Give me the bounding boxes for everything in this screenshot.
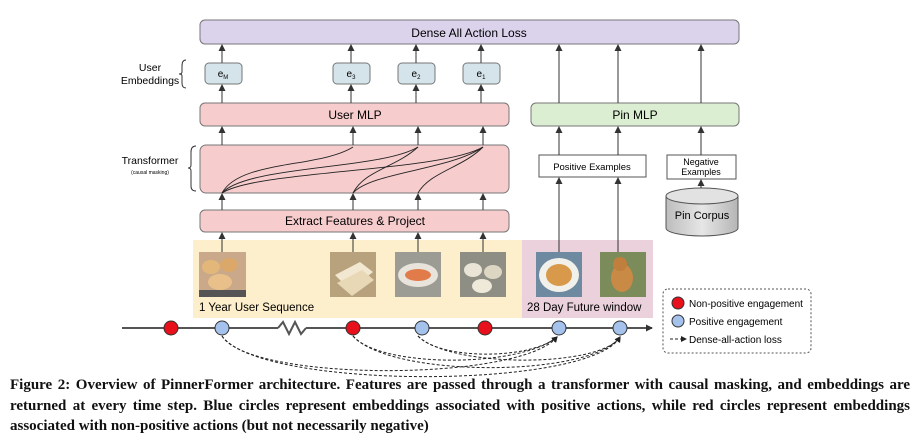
pin-mlp-box [530, 102, 740, 127]
legend-nonpositive-swatch [671, 296, 685, 310]
svg-text:eM: eM [218, 69, 229, 81]
nonpositive-engagement-node [345, 320, 361, 336]
dumplings-photo [460, 252, 506, 297]
timeline [122, 319, 653, 337]
dense-all-action-loss-box [199, 19, 740, 45]
figure-caption: Figure 2: Overview of PinnerFormer archi… [10, 377, 910, 434]
dog-photo [600, 252, 646, 297]
user-mlp-label: User MLP [328, 108, 381, 122]
positive-engagement-node [551, 320, 567, 336]
transformer-brace [187, 145, 197, 192]
svg-text:e2: e2 [412, 69, 422, 81]
user-embeddings-label-line1: User [139, 62, 162, 74]
user-sequence-label: 1 Year User Sequence [199, 302, 314, 314]
transformer-box [199, 144, 510, 194]
sandwich-bread-photo [330, 252, 376, 297]
dense-all-action-loss-label: Dense All Action Loss [411, 26, 526, 40]
future-window-label: 28 Day Future window [527, 302, 642, 314]
bread-rolls-photo [199, 252, 246, 297]
embedding-eM: eM [204, 62, 243, 85]
legend-loss-label: Dense-all-action loss [689, 335, 782, 346]
legend-positive-label: Positive engagement [689, 317, 783, 328]
nonpositive-engagement-node [163, 320, 179, 336]
pasta-plate-photo [536, 252, 582, 297]
data-flow-arrows [218, 44, 705, 252]
svg-text:e1: e1 [477, 69, 487, 81]
transformer-label: Transformer [122, 155, 179, 167]
positive-examples-label: Positive Examples [553, 162, 631, 173]
negative-examples-label-line1: Negative [683, 157, 719, 167]
transformer-sublabel: (causal masking) [131, 170, 169, 176]
embedding-e2: e2 [397, 62, 436, 85]
pin-corpus-label: Pin Corpus [675, 210, 730, 222]
pin-corpus-cylinder [665, 187, 739, 237]
extract-features-label: Extract Features & Project [285, 214, 426, 228]
nonpositive-engagement-node [477, 320, 493, 336]
positive-engagement-node [414, 320, 430, 336]
negative-examples-label-line2: Examples [681, 167, 721, 177]
positive-engagement-node [214, 320, 230, 336]
positive-engagement-node [612, 320, 628, 336]
causal-attention-curves [221, 146, 484, 194]
svg-text:e3: e3 [347, 69, 357, 81]
legend: Non-positive engagement Positive engagem… [662, 288, 812, 354]
legend-positive-swatch [671, 314, 685, 328]
user-embeddings-label-line2: Embeddings [121, 75, 179, 87]
positive-examples-box [538, 154, 647, 178]
legend-nonpositive-label: Non-positive engagement [689, 299, 803, 310]
embedding-e3: e3 [332, 62, 371, 85]
embeddings-brace [178, 59, 187, 89]
salmon-dish-photo [395, 252, 441, 297]
embedding-e1: e1 [462, 62, 501, 85]
pin-mlp-label: Pin MLP [612, 108, 657, 122]
dense-loss-arcs [221, 335, 621, 378]
